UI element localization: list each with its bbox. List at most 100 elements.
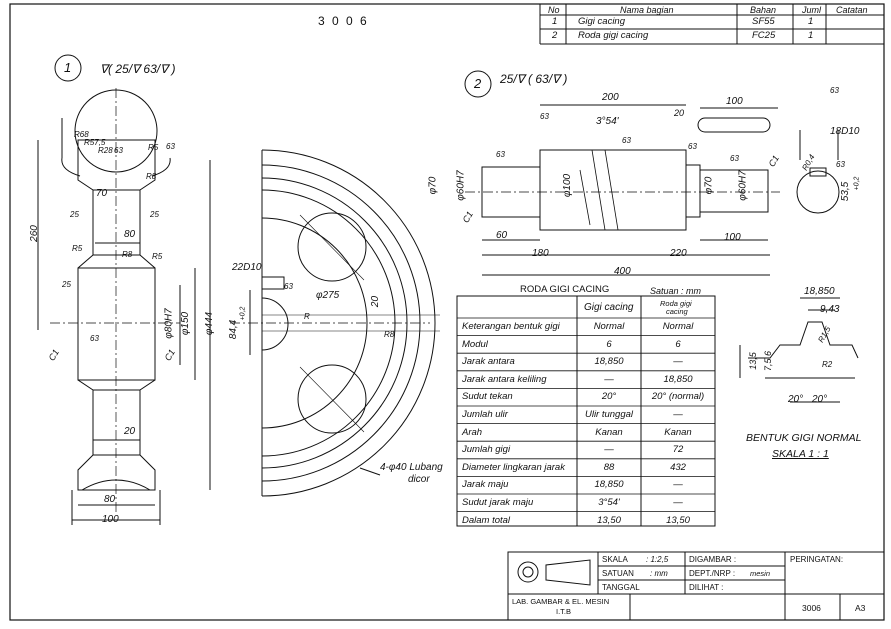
worm-wheel-section-view <box>37 88 211 525</box>
tb-lab-line1: LAB. GAMBAR & EL. MESIN <box>512 597 610 606</box>
parts-header-name: Nama bagian <box>620 5 674 15</box>
tb-peringatan-label: PERINGATAN: <box>790 555 844 564</box>
part-1-number: 1 <box>64 60 72 75</box>
label-r5-a: R5 <box>72 244 83 253</box>
table-row-col2: 20° (normal) <box>651 391 705 403</box>
angle-20-a: 20° <box>788 394 804 405</box>
table-col1-header: Gigi cacing <box>584 302 634 313</box>
tb-satuan-label: SATUAN <box>602 569 634 578</box>
finish-63-section-b: 63 <box>836 160 845 169</box>
parts-header-note: Catatan <box>836 5 868 15</box>
table-row-label: Jumlah gigi <box>462 444 511 456</box>
label-r2: R2 <box>822 360 833 369</box>
table-col2-header-line1: Roda gigi <box>660 299 692 308</box>
finish-63-v2-c: 63 <box>622 136 631 145</box>
tb-size: A3 <box>855 603 866 613</box>
dim-18d10: 18D10 <box>830 126 860 137</box>
label-r-side: R <box>304 312 310 321</box>
tb-number: 3006 <box>802 603 821 613</box>
finish-25-a: 25 <box>70 210 79 219</box>
parts-list-grid <box>539 4 884 45</box>
finish-63-v2-b: 63 <box>540 112 549 121</box>
part-1-circle <box>54 54 82 82</box>
tooth-form-title: BENTUK GIGI NORMAL <box>746 432 862 444</box>
finish-25-b: 25 <box>150 210 159 219</box>
finish-63-c: 63 <box>90 334 99 343</box>
parts-header-material: Bahan <box>750 5 777 15</box>
tb-skala-value: : 1:2,5 <box>646 555 669 564</box>
dim-phi100: φ100 <box>562 173 574 198</box>
table-row-label: Jumlah ulir <box>462 409 508 420</box>
drawing-number: 3 0 0 6 <box>318 14 369 28</box>
holes-note-line-2: dicor <box>408 474 430 485</box>
table-row-col2: — <box>673 479 683 491</box>
parts-row-1-name: Gigi cacing <box>578 16 625 27</box>
dim-220: 220 <box>670 248 687 259</box>
label-r5-b: R5 <box>152 252 163 261</box>
table-row-col2: — <box>673 356 683 368</box>
dim-9-43: 9,43 <box>820 304 840 315</box>
label-r8-b: R8 <box>122 250 133 259</box>
table-row-col2: — <box>673 497 683 508</box>
dim-phi275: φ275 <box>316 290 340 301</box>
part-2-circle <box>464 70 492 98</box>
dim-phi70-right: φ70 <box>703 176 715 195</box>
sheet-border <box>9 3 885 621</box>
table-row-label: Jarak antara keliling <box>462 373 547 385</box>
finish-63-a: 63 <box>114 146 123 155</box>
dim-100-right: 100 <box>724 232 741 243</box>
part-2-number: 2 <box>474 76 482 91</box>
tooth-form-view <box>739 297 859 403</box>
finish-63-b: 63 <box>166 142 175 151</box>
table-row-col2: 13,50 <box>666 514 690 526</box>
dim-22d10: 22D10 <box>232 262 262 273</box>
table-row-col2: 72 <box>672 444 684 456</box>
table-row-col2: Normal <box>662 321 694 332</box>
parts-header-qty: Juml <box>802 5 822 15</box>
dim-260: 260 <box>28 225 40 242</box>
dim-70: 70 <box>96 188 108 199</box>
parts-header-no: No <box>548 5 560 15</box>
table-row-label: Dalam total <box>462 514 511 526</box>
dim-phi60h7-left: φ60H7 <box>455 170 467 201</box>
label-r68: R68 <box>74 130 89 139</box>
parts-row-2-name: Roda gigi cacing <box>578 30 649 41</box>
finish-20-v2: 20 <box>674 108 685 118</box>
label-r8-side: R8 <box>384 330 395 339</box>
label-r57: R57,5 <box>84 138 106 147</box>
table-row-col2: 432 <box>670 461 686 473</box>
parts-row-2-no: 2 <box>552 30 558 41</box>
angle-20-b: 20° <box>812 394 828 405</box>
table-row-col1: Kanan <box>595 426 623 438</box>
label-r28: R28 <box>98 146 113 155</box>
dim-53-tol: +0,2 <box>853 176 861 191</box>
tb-satuan-value: : mm <box>650 569 668 578</box>
table-row-col2: 18,850 <box>663 373 693 385</box>
worm-shaft-view <box>465 104 840 276</box>
dim-20: 20 <box>124 426 136 437</box>
dim-80-top: 80 <box>124 229 136 240</box>
table-row-col1: — <box>604 373 614 385</box>
dim-100-key: 100 <box>726 96 743 107</box>
table-row-col1: Ulir tunggal <box>584 409 634 420</box>
table-row-col1: 6 <box>606 338 612 350</box>
table-row-col2: — <box>673 409 683 420</box>
parts-row-2-material: FC25 <box>752 30 776 41</box>
title-block-grid <box>507 551 885 621</box>
dim-60: 60 <box>496 230 508 241</box>
dim-80: 80 <box>104 494 116 505</box>
table-row-label: Arah <box>462 426 483 438</box>
table-row-label: Sudut tekan <box>462 391 513 403</box>
parts-row-1-material: SF55 <box>752 16 775 27</box>
finish-63-v2-e: 63 <box>730 154 739 163</box>
label-r8-a: R8 <box>146 172 157 181</box>
table-title: RODA GIGI CACING <box>520 284 610 295</box>
table-row-col1: — <box>604 444 614 456</box>
table-row-col1: 18,850 <box>594 356 624 368</box>
table-row-col2: 6 <box>675 338 681 350</box>
finish-63-v2-d: 63 <box>688 142 697 151</box>
tb-skala-label: SKALA <box>602 555 628 564</box>
table-row-col1: Normal <box>593 321 625 332</box>
dim-18-850: 18,850 <box>804 286 835 297</box>
dim-phi444: φ444 <box>204 311 216 336</box>
